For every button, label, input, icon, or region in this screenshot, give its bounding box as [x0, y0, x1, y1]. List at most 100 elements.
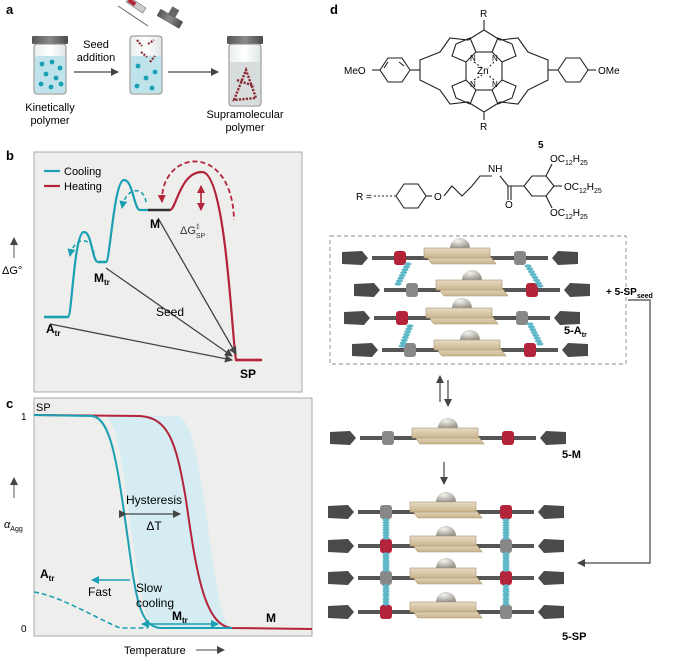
h-bond-segment — [382, 586, 390, 591]
state-label-atr: Atr — [46, 322, 60, 338]
hydrogen-bond — [502, 552, 510, 572]
h-bond-segment — [526, 267, 534, 271]
panel-d: d — [328, 2, 653, 643]
hydrogen-bond — [502, 518, 510, 540]
h-bond-segment — [532, 333, 540, 338]
h-bond-segment — [502, 597, 510, 601]
h-bond-segment — [382, 520, 390, 525]
hysteresis-delta: ΔT — [146, 519, 162, 533]
r-group-structure — [374, 163, 562, 209]
heating-dashed-arrow — [157, 160, 235, 221]
alkoxy-mid: OC12H25 — [564, 182, 602, 195]
h-bond-segment — [502, 586, 510, 591]
h-bond-segment — [502, 563, 510, 568]
y-tick-1: 1 — [21, 412, 27, 423]
panel-label-c: c — [6, 396, 13, 411]
energy-diagram-frame — [33, 151, 303, 393]
n-label-1: N — [470, 54, 476, 63]
h-bond-segment — [397, 276, 405, 280]
porphyrin-unit — [328, 592, 564, 619]
porphyrin-structure — [372, 20, 596, 120]
h-bond-segment — [406, 324, 414, 328]
atr-stack — [342, 238, 590, 357]
h-bond-segment — [382, 594, 390, 598]
h-bond-segment — [502, 559, 510, 563]
hydrogen-bond — [394, 262, 412, 286]
mtr-label-c: Mtr — [172, 609, 188, 625]
vial-cap-removed — [156, 6, 183, 29]
hydrogen-bond — [502, 584, 510, 606]
h-bond-segment — [502, 528, 510, 532]
h-bond-segment — [502, 594, 510, 598]
h-bond-segment — [382, 559, 390, 563]
h-bond-segment — [382, 584, 390, 588]
r-carbonyl-o: O — [505, 200, 513, 211]
label-5-m: 5-M — [562, 449, 581, 461]
zn-dome — [436, 492, 456, 502]
h-bond-segment — [531, 275, 539, 280]
monomer-dots — [38, 59, 64, 90]
amide-left — [394, 251, 406, 265]
h-bond-segment — [529, 328, 537, 332]
caption-polymer-1: Supramolecular — [206, 109, 283, 121]
tail-left — [342, 251, 368, 265]
amide-right — [500, 539, 512, 553]
hydrogen-bond — [526, 322, 544, 346]
amide-right — [500, 505, 512, 519]
h-bond-segment — [382, 536, 390, 540]
h-bond-segment — [502, 599, 510, 604]
hydrogen-bond — [524, 264, 544, 288]
h-bond-segment — [399, 341, 407, 345]
tail-left — [328, 539, 354, 553]
arrow-label-2: addition — [77, 52, 116, 64]
tail-left — [328, 605, 354, 619]
hydrogen-bond — [382, 552, 390, 572]
h-bond-segment — [536, 342, 544, 346]
y-axis-label-c: αAgg — [4, 519, 23, 533]
barrier-label: ΔG‡SP — [180, 224, 205, 240]
porphyrin-unit — [330, 418, 566, 445]
state-label-sp: SP — [240, 367, 256, 381]
h-bond-segment — [524, 264, 532, 268]
heating-curve — [169, 170, 262, 362]
tail-left — [328, 505, 354, 519]
h-bond-segment — [502, 602, 510, 606]
h-bond-segment — [403, 332, 411, 337]
syringe-icon — [117, 0, 149, 27]
amide-left — [396, 311, 408, 325]
zn-dome — [436, 558, 456, 568]
caption-kinetic-1: Kinetically — [25, 102, 75, 114]
panel-label-d: d — [330, 2, 338, 17]
arrow-label-1: Seed — [83, 39, 109, 51]
caption-kinetic-2: polymer — [30, 115, 69, 127]
h-bond-segment — [502, 554, 510, 558]
h-bond-segment — [382, 552, 390, 556]
caption-polymer-2: polymer — [225, 122, 264, 134]
tail-left — [354, 283, 380, 297]
h-bond-segment — [536, 284, 544, 288]
tail-right — [564, 283, 590, 297]
porphyrin-unit — [342, 238, 578, 265]
tail-left — [328, 571, 354, 585]
h-bond-segment — [394, 282, 402, 286]
tail-right — [538, 605, 564, 619]
panel-c: c Hysteresis ΔT Fast Slow cooling αAgg 1… — [4, 396, 313, 657]
porphyrin-unit — [344, 298, 580, 325]
group-ome: OMe — [598, 66, 620, 77]
substituent-r-bottom: R — [480, 122, 487, 133]
h-bond-segment — [533, 278, 541, 282]
heating-transition-curve — [33, 414, 313, 630]
substituent-r-top: R — [480, 9, 487, 20]
h-bond-segment — [502, 526, 510, 530]
amide-left — [404, 343, 416, 357]
vial-polymer — [227, 36, 263, 107]
h-bond-segment — [400, 338, 408, 342]
polymer-fibres — [232, 66, 258, 102]
h-bond-segment — [382, 523, 390, 527]
n-label-4: N — [492, 80, 498, 89]
amide-right — [502, 431, 514, 445]
h-bond-segment — [382, 526, 390, 530]
h-bond-segment — [395, 279, 403, 283]
h-bond-segment — [502, 561, 510, 565]
cooling-dashed-arrow-1 — [67, 239, 95, 257]
